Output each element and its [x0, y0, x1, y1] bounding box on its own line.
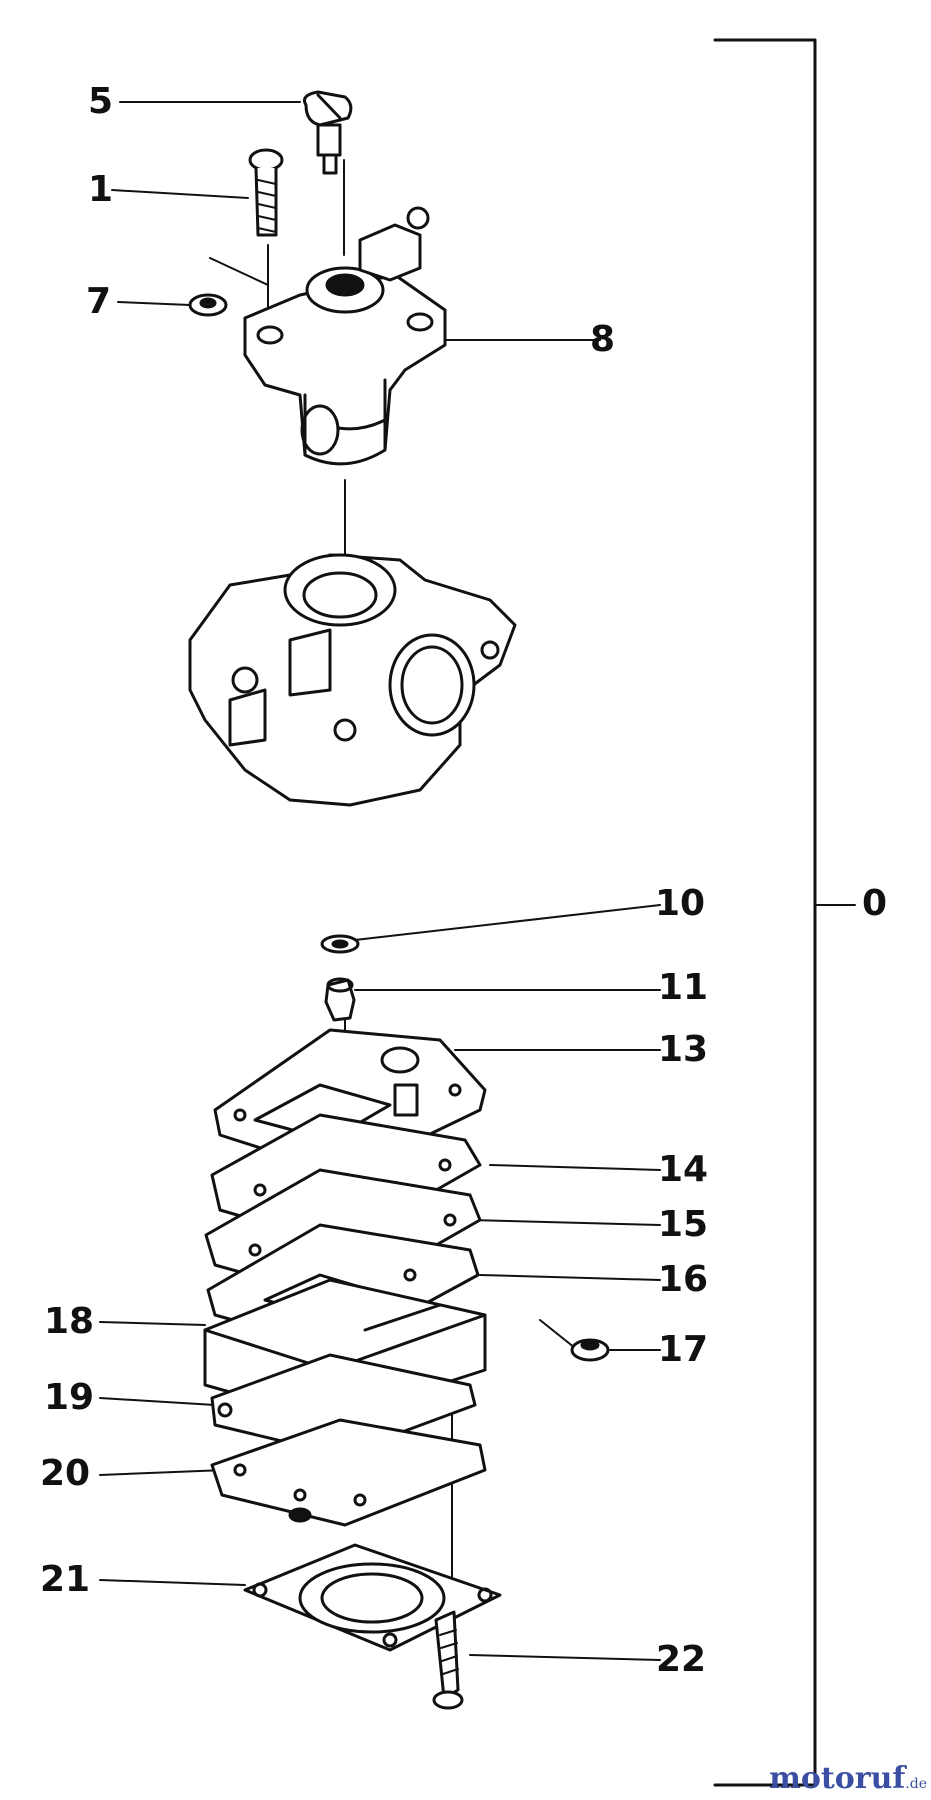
callout-11: 11 [658, 967, 709, 1008]
part-22-screw [432, 1610, 464, 1710]
callout-20: 20 [40, 1453, 91, 1494]
callout-21: 21 [40, 1559, 91, 1600]
callout-7: 7 [86, 281, 112, 322]
watermark-tld: .de [905, 1776, 927, 1792]
callout-15: 15 [658, 1204, 709, 1245]
callout-14: 14 [658, 1149, 709, 1190]
part-17-cap [570, 1338, 610, 1362]
part-8-throttle-housing [243, 206, 447, 466]
callout-10: 10 [655, 883, 706, 924]
callout-18: 18 [44, 1301, 95, 1342]
part-21-cover [243, 1543, 502, 1652]
callout-0: 0 [862, 883, 888, 924]
watermark-logo: motoruf.de [769, 1761, 927, 1796]
part-10-washer [320, 934, 360, 954]
part-19-valve [210, 1353, 477, 1457]
part-1-bolt [248, 148, 284, 237]
callout-8: 8 [590, 319, 616, 360]
watermark-name: motoruf [769, 1761, 906, 1796]
callout-5: 5 [88, 81, 114, 122]
callout-22: 22 [656, 1639, 707, 1680]
callout-19: 19 [44, 1377, 95, 1418]
carburetor-body [188, 553, 517, 807]
part-11-fitting [324, 977, 356, 1022]
callout-17: 17 [658, 1329, 709, 1370]
part-20-diaphragm [210, 1418, 487, 1527]
assembly-bracket [713, 38, 817, 1787]
callout-13: 13 [658, 1029, 709, 1070]
callout-16: 16 [658, 1259, 709, 1300]
part-7-nut [188, 293, 228, 317]
part-5-screw [303, 90, 353, 175]
leader-lines [99, 101, 856, 1661]
callout-1: 1 [88, 169, 114, 210]
